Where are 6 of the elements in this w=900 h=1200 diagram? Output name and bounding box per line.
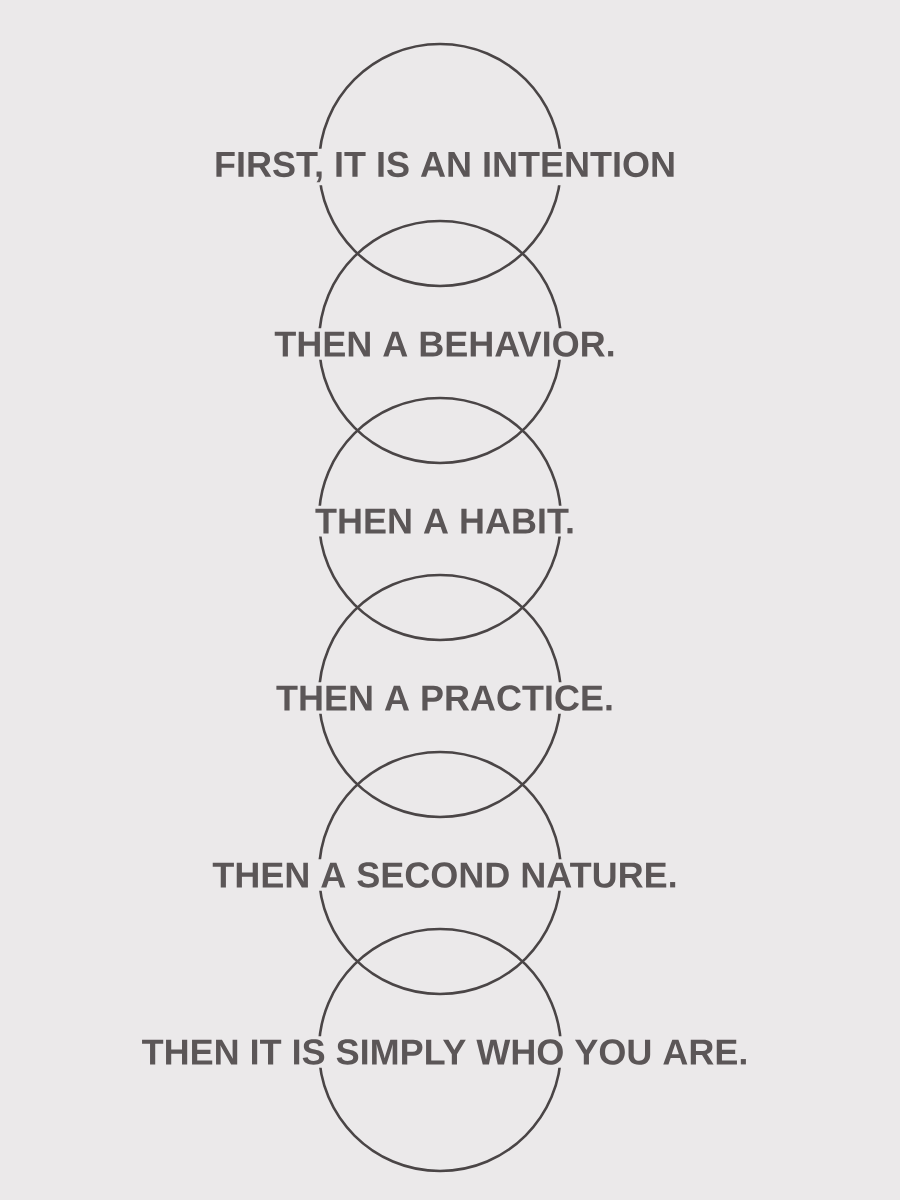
circled-text: FIRST, IT IS AN INTENTION bbox=[213, 42, 677, 288]
circled-text: THEN A HABIT. bbox=[314, 396, 576, 642]
circled-text: THEN A PRACTICE. bbox=[275, 573, 615, 819]
circled-text: THEN A BEHAVIOR. bbox=[273, 219, 617, 465]
circled-text: THEN IT IS SIMPLY WHO YOU ARE. bbox=[140, 927, 750, 1173]
circled-text: THEN A SECOND NATURE. bbox=[211, 750, 679, 996]
